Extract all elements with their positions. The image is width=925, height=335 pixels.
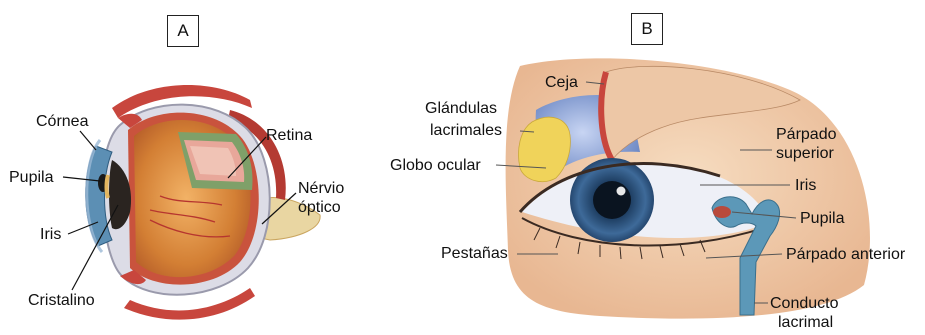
- label-globo: Globo ocular: [390, 156, 481, 175]
- label-parpado-sup-line1: Párpado: [776, 125, 837, 144]
- label-cristalino: Cristalino: [28, 291, 95, 310]
- label-parpado-ant: Párpado anterior: [786, 245, 905, 264]
- panel-b-tag-text: B: [641, 19, 652, 39]
- pupil-shape-b: [593, 181, 631, 219]
- panel-b-tag: B: [631, 13, 663, 45]
- label-ceja: Ceja: [545, 73, 578, 92]
- label-glandulas-line1: Glándulas: [425, 99, 497, 118]
- label-nervio-line1: Nérvio: [298, 179, 344, 198]
- label-iris-a: Iris: [40, 225, 61, 244]
- label-cornea: Córnea: [36, 112, 88, 131]
- label-conducto-line2: lacrimal: [778, 313, 833, 332]
- label-nervio-line2: óptico: [298, 198, 341, 217]
- label-pestanas: Pestañas: [441, 244, 508, 263]
- label-conducto-line1: Conducto: [770, 294, 839, 313]
- label-pupila-a: Pupila: [9, 168, 53, 187]
- label-retina: Retina: [266, 126, 312, 145]
- panel-a-tag-text: A: [177, 21, 188, 41]
- label-pupila-b: Pupila: [800, 209, 844, 228]
- label-glandulas-line2: lacrimales: [430, 121, 502, 140]
- panel-a-tag: A: [167, 15, 199, 47]
- label-iris-b: Iris: [795, 176, 816, 195]
- label-parpado-sup-line2: superior: [776, 144, 834, 163]
